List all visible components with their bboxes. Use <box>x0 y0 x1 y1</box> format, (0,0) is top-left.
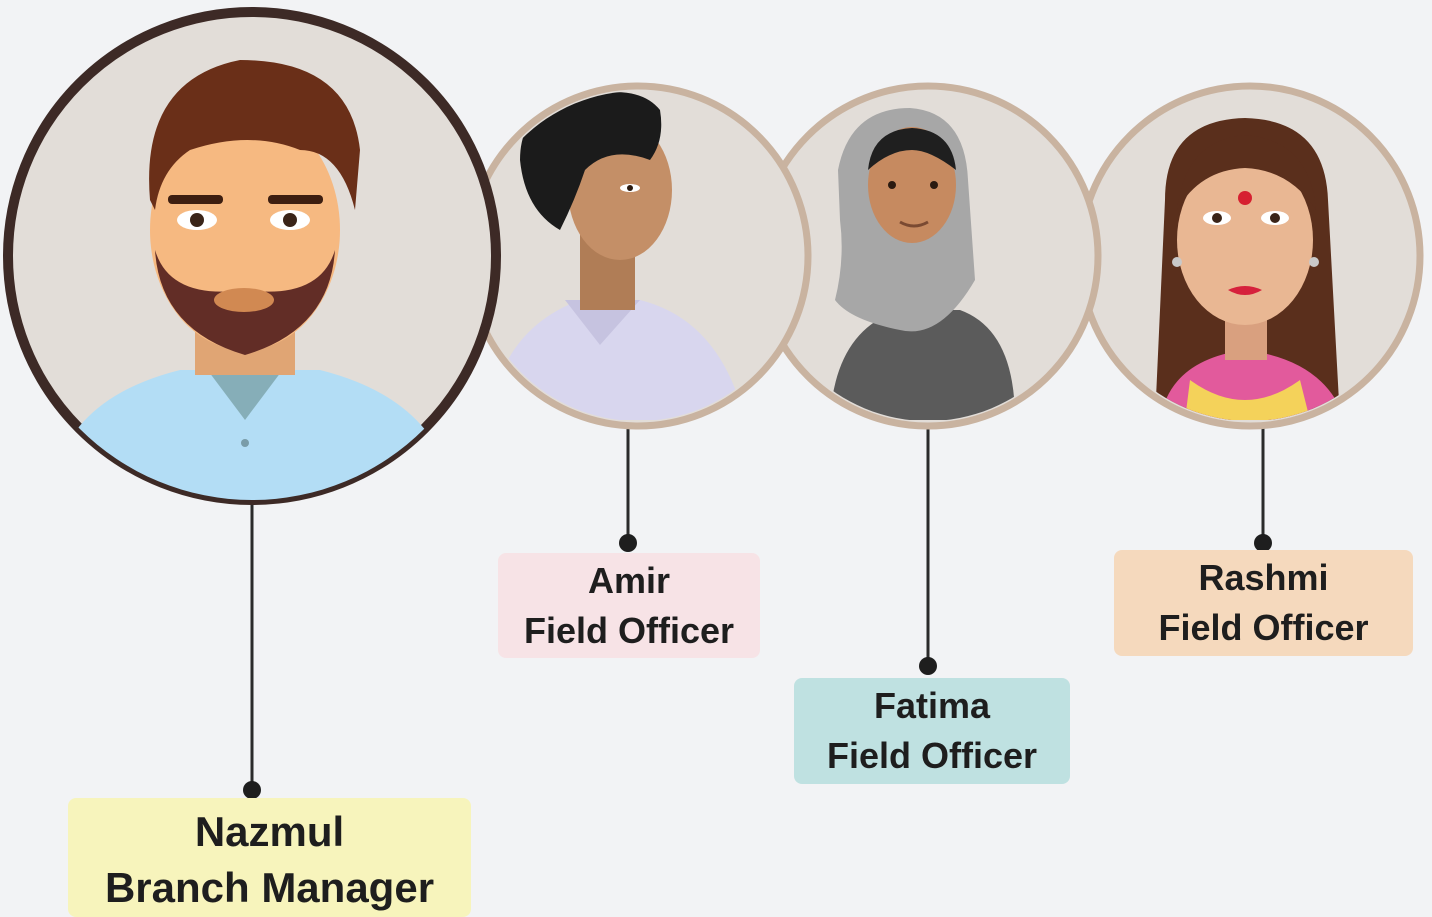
connector-dots <box>243 534 1272 799</box>
role-rashmi: Field Officer <box>1158 607 1369 648</box>
name-nazmul: Nazmul <box>194 808 345 855</box>
dot-rashmi <box>1254 534 1272 552</box>
avatar-nazmul <box>3 7 501 505</box>
avatar-rashmi <box>1076 82 1424 430</box>
role-amir: Field Officer <box>523 609 735 651</box>
label-amir: Amir Field Officer <box>498 553 760 658</box>
label-fatima: Fatima Field Officer <box>794 678 1070 784</box>
avatar-fatima <box>754 82 1102 430</box>
role-nazmul: Branch Manager <box>104 864 435 911</box>
name-fatima: Fatima <box>873 685 991 726</box>
connector-lines <box>250 425 1265 790</box>
label-rashmi: Rashmi Field Officer <box>1114 550 1413 656</box>
avatar-amir <box>464 82 812 430</box>
name-rashmi: Rashmi <box>1198 557 1329 598</box>
label-nazmul: Nazmul Branch Manager <box>68 798 471 917</box>
name-amir: Amir <box>587 559 671 601</box>
dot-nazmul <box>243 781 261 799</box>
dot-amir <box>619 534 637 552</box>
role-fatima: Field Officer <box>826 735 1038 776</box>
dot-fatima <box>919 657 937 675</box>
